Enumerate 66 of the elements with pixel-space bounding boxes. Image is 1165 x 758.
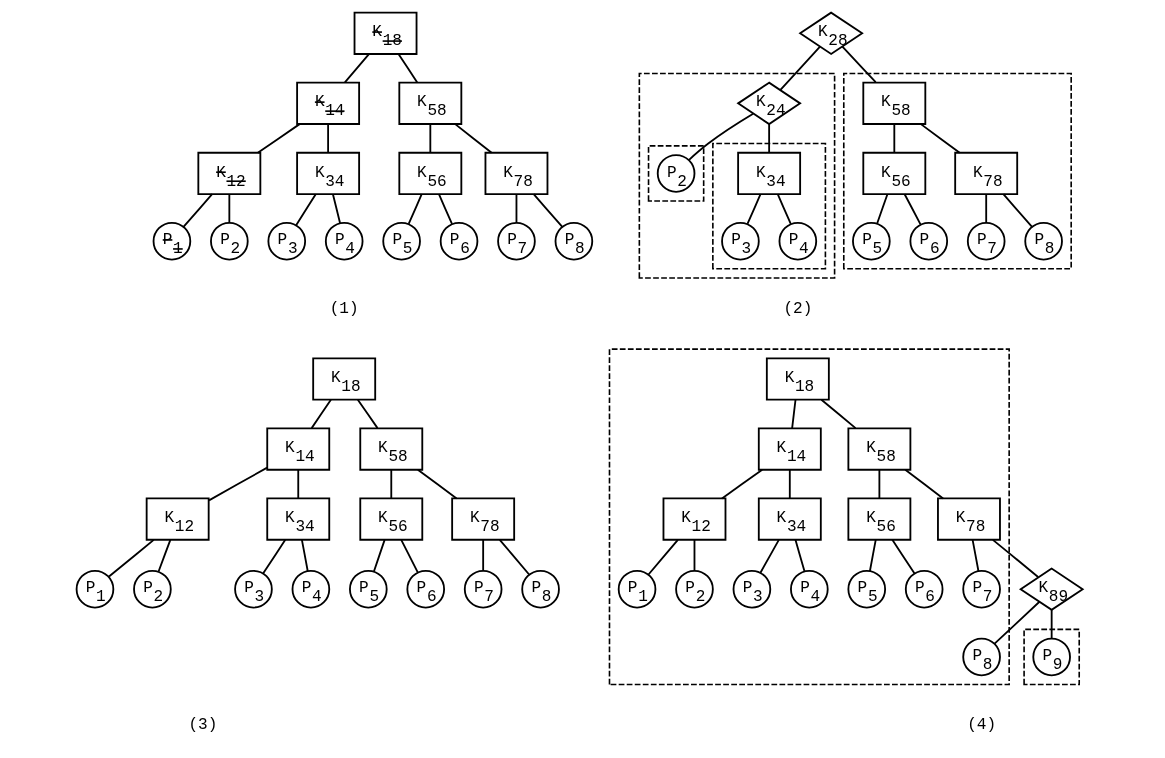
connector	[438, 193, 453, 225]
connector	[891, 538, 916, 575]
connector	[532, 193, 564, 228]
connector	[515, 193, 518, 224]
connector	[687, 112, 755, 161]
connector	[893, 123, 896, 154]
connector	[991, 538, 1039, 578]
connector	[228, 193, 231, 224]
label: (3)	[188, 715, 218, 734]
connector	[971, 538, 980, 572]
connector	[876, 193, 889, 225]
connector	[295, 193, 317, 227]
connector	[904, 468, 945, 500]
connector	[768, 123, 771, 154]
connector	[407, 193, 423, 225]
connector	[310, 398, 332, 430]
cluster	[842, 72, 1072, 270]
connector	[721, 468, 764, 500]
label: (4)	[967, 715, 997, 734]
connector	[647, 538, 679, 576]
connector	[1050, 609, 1053, 640]
connector	[300, 538, 309, 572]
connector	[157, 538, 172, 573]
connector	[776, 193, 792, 225]
connector	[343, 53, 370, 84]
connector	[841, 45, 877, 84]
connector	[794, 538, 806, 572]
connector	[327, 123, 330, 154]
connector	[498, 538, 531, 576]
connector	[993, 600, 1041, 645]
connector	[182, 193, 214, 228]
connector	[356, 398, 379, 430]
connector	[429, 123, 432, 154]
connector	[779, 45, 821, 91]
connector	[482, 538, 485, 572]
connector	[878, 468, 881, 500]
connector	[919, 123, 961, 154]
connector	[746, 193, 762, 225]
connector	[262, 538, 287, 575]
connector	[759, 538, 780, 574]
connector	[903, 193, 922, 226]
connector	[985, 193, 988, 224]
connector	[256, 123, 301, 154]
connector	[332, 193, 341, 224]
connector	[791, 398, 797, 430]
cluster	[608, 348, 1010, 686]
connector	[454, 123, 493, 154]
connector	[390, 468, 393, 500]
connector	[108, 538, 155, 578]
label: (2)	[783, 300, 813, 319]
connector	[297, 468, 300, 500]
cluster	[1023, 628, 1081, 686]
cluster	[647, 145, 705, 202]
cluster	[712, 142, 827, 270]
cluster	[638, 72, 836, 279]
connector	[400, 538, 419, 574]
label: (1)	[329, 300, 359, 319]
connector	[693, 538, 696, 572]
connector	[397, 53, 419, 84]
connector	[373, 538, 386, 573]
connector	[1002, 193, 1033, 228]
connector	[869, 538, 877, 572]
connector	[208, 466, 269, 502]
connector	[820, 398, 857, 430]
connector	[416, 468, 458, 500]
connector	[788, 468, 791, 500]
